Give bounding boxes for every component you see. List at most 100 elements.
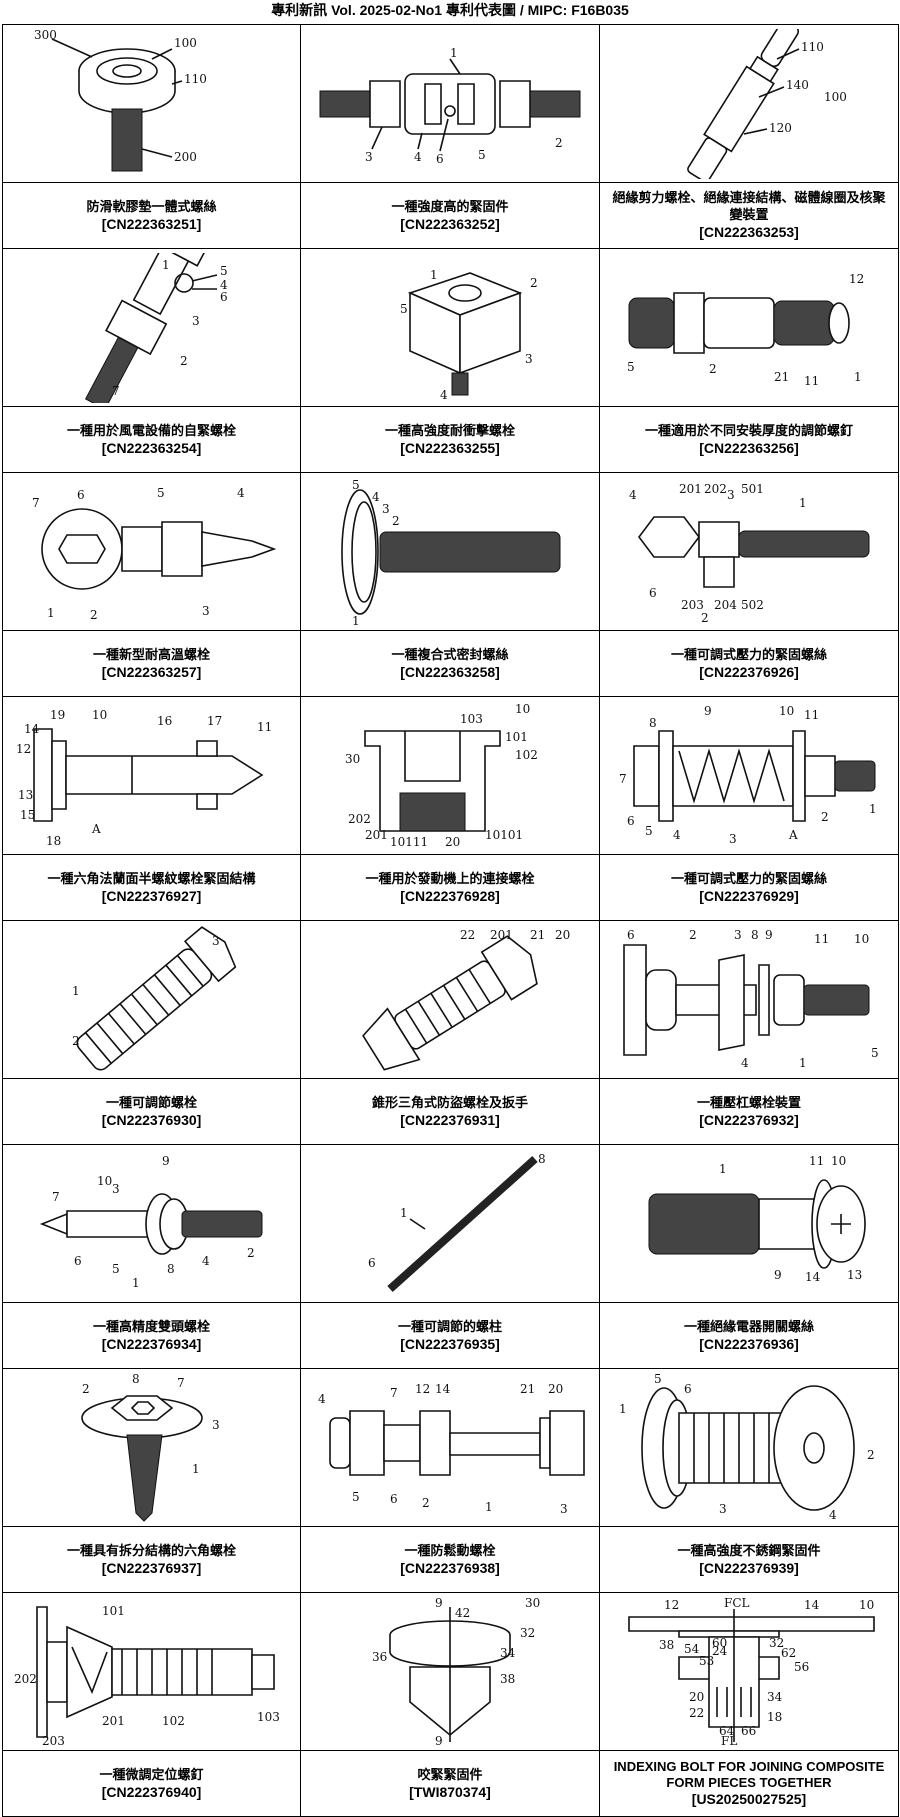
label: 4 bbox=[414, 150, 422, 164]
label: 101 bbox=[102, 1604, 125, 1618]
patent-card[interactable]: 12 FCL 14 10 60 32 38 54 56 24 62 53 64 … bbox=[600, 1593, 899, 1817]
patent-title: 一種強度高的緊固件 bbox=[391, 199, 508, 216]
label: 501 bbox=[741, 482, 764, 496]
patent-card[interactable]: 8 9 10 11 7 6 5 4 3 A 2 1 一種可調式壓力的緊固螺絲 [… bbox=[600, 697, 899, 921]
label: 30 bbox=[525, 1597, 540, 1610]
label: 8 bbox=[751, 928, 759, 942]
label: 32 bbox=[520, 1626, 535, 1640]
label: 4 bbox=[829, 1508, 837, 1522]
label: 21 bbox=[520, 1382, 535, 1396]
label: 11 bbox=[804, 708, 819, 722]
patent-card[interactable]: 10 103 101 102 30 202 201 10111 20 10101… bbox=[301, 697, 600, 921]
anti-theft-bolt-drawing: 22 201 21 20 bbox=[310, 925, 590, 1075]
patent-card[interactable]: 1 2 3 4 5 一種高強度耐衝擊螺栓 [CN222363255] bbox=[301, 249, 600, 473]
stainless-fastener-drawing: 5 6 1 2 3 4 bbox=[609, 1373, 889, 1523]
patent-title: 一種適用於不同安裝厚度的調節螺釘 bbox=[645, 423, 853, 440]
label: 6 bbox=[390, 1492, 398, 1506]
patent-card[interactable]: 9 42 30 32 34 36 38 9 咬緊緊固件 [TWI870374] bbox=[301, 1593, 600, 1817]
label: 102 bbox=[515, 748, 538, 762]
label: A bbox=[788, 828, 798, 842]
patent-card[interactable]: 1 2 3 一種可調節螺栓 [CN222376930] bbox=[3, 921, 301, 1145]
label: 5 bbox=[157, 486, 165, 500]
patent-caption: 一種微調定位螺釘 [CN222376940] bbox=[3, 1751, 300, 1816]
patent-card[interactable]: 1 11 10 9 14 13 一種絕緣電器開關螺絲 [CN222376936] bbox=[600, 1145, 899, 1369]
patent-card[interactable]: 22 201 21 20 錐形三角式防盜螺栓及扳手 [CN222376931] bbox=[301, 921, 600, 1145]
label: 102 bbox=[162, 1714, 185, 1728]
patent-card[interactable]: 5 4 3 2 1 一種複合式密封螺絲 [CN222363258] bbox=[301, 473, 600, 697]
patent-card[interactable]: 9 10 3 7 6 5 1 8 4 2 一種高精度雙頭螺栓 [CN222376… bbox=[3, 1145, 301, 1369]
label: 2 bbox=[82, 1382, 90, 1396]
label: 53 bbox=[699, 1654, 714, 1668]
patent-title: 咬緊緊固件 bbox=[417, 1767, 482, 1784]
label: 8 bbox=[167, 1262, 175, 1276]
label: 10101 bbox=[485, 828, 523, 842]
patent-caption: 一種高精度雙頭螺栓 [CN222376934] bbox=[3, 1303, 300, 1368]
patent-title: 一種防鬆動螺栓 bbox=[404, 1543, 495, 1560]
adjustable-bolt-drawing: 1 2 3 bbox=[12, 925, 292, 1075]
patent-card[interactable]: 6 2 3 8 9 11 10 4 1 5 一種壓杠螺栓裝置 [CN222376… bbox=[600, 921, 899, 1145]
label: 140 bbox=[786, 78, 809, 92]
patent-card[interactable]: 5 6 1 2 3 4 一種高強度不銹鋼緊固件 [CN222376939] bbox=[600, 1369, 899, 1593]
patent-caption: 一種壓杠螺栓裝置 [CN222376932] bbox=[600, 1079, 898, 1144]
label: 1 bbox=[719, 1162, 727, 1176]
patent-number: [CN222363257] bbox=[102, 664, 202, 681]
label: 202 bbox=[348, 812, 371, 826]
label: 14 bbox=[805, 1270, 821, 1284]
label: 1 bbox=[47, 606, 55, 620]
patent-card[interactable]: 12 5 2 21 11 1 一種適用於不同安裝厚度的調節螺釘 [CN22236… bbox=[600, 249, 899, 473]
patent-card[interactable]: 110 140 100 120 絕緣剪力螺栓、絕緣連接結構、磁體線圈及核聚變裝置… bbox=[600, 25, 899, 249]
threaded-rod-drawing: 8 1 6 bbox=[310, 1149, 590, 1299]
label: 38 bbox=[659, 1638, 674, 1652]
label: 13 bbox=[18, 788, 33, 802]
patent-card[interactable]: 19 10 16 17 11 14 12 13 15 18 A 一種六角法蘭面半… bbox=[3, 697, 301, 921]
label: 5 bbox=[645, 824, 653, 838]
patent-card[interactable]: 300 100 110 200 防滑軟膠墊一體式螺絲 [CN222363251] bbox=[3, 25, 301, 249]
patent-caption: 一種六角法蘭面半螺紋螺栓緊固結構 [CN222376927] bbox=[3, 855, 300, 920]
label: 3 bbox=[525, 352, 533, 366]
label: 9 bbox=[162, 1154, 170, 1168]
patent-caption: 絕緣剪力螺栓、絕緣連接結構、磁體線圈及核聚變裝置 [CN222363253] bbox=[600, 183, 898, 248]
patent-card[interactable]: 1 3 4 6 5 2 一種強度高的緊固件 [CN222363252] bbox=[301, 25, 600, 249]
patent-card[interactable]: 4 201 202 3 501 1 6 203 204 502 2 一種可調式壓… bbox=[600, 473, 899, 697]
patent-figure: 19 10 16 17 11 14 12 13 15 18 A bbox=[3, 697, 300, 855]
label: 4 bbox=[629, 488, 637, 502]
label: 7 bbox=[619, 772, 627, 786]
label: 34 bbox=[767, 1690, 783, 1704]
patent-number: [TWI870374] bbox=[409, 1784, 491, 1801]
label: 8 bbox=[132, 1373, 140, 1386]
label: 62 bbox=[781, 1646, 796, 1660]
label: 2 bbox=[701, 611, 709, 625]
label: 4 bbox=[440, 388, 448, 402]
patent-card[interactable]: 101 202 201 102 103 203 一種微調定位螺釘 [CN2223… bbox=[3, 1593, 301, 1817]
patent-figure: 1 2 3 4 5 bbox=[301, 249, 599, 407]
label: 10111 bbox=[390, 835, 428, 849]
label: 20 bbox=[689, 1690, 704, 1704]
label: 103 bbox=[460, 712, 483, 726]
patent-number: [CN222363255] bbox=[400, 440, 500, 457]
patent-card[interactable]: 8 1 6 一種可調節的螺柱 [CN222376935] bbox=[301, 1145, 600, 1369]
patent-card[interactable]: 7 6 5 4 1 2 3 一種新型耐高溫螺栓 [CN222363257] bbox=[3, 473, 301, 697]
label: 6 bbox=[649, 586, 657, 600]
label: 9 bbox=[774, 1268, 782, 1282]
label: 5 bbox=[112, 1262, 120, 1276]
label: 202 bbox=[704, 482, 727, 496]
label: 10 bbox=[97, 1174, 112, 1188]
label: 54 bbox=[684, 1642, 700, 1656]
label: 3 bbox=[729, 832, 737, 846]
label: 3 bbox=[212, 1418, 220, 1432]
patent-card[interactable]: 2 8 7 3 1 一種具有拆分結構的六角螺栓 [CN222376937] bbox=[3, 1369, 301, 1593]
label: 4 bbox=[237, 486, 245, 500]
patent-figure: 12 5 2 21 11 1 bbox=[600, 249, 898, 407]
patent-figure: 101 202 201 102 103 203 bbox=[3, 1593, 300, 1751]
patent-title: 錐形三角式防盜螺栓及扳手 bbox=[372, 1095, 528, 1112]
patent-card[interactable]: 1 5 4 6 3 2 7 一種用於風電設備的自緊螺栓 [CN222363254… bbox=[3, 249, 301, 473]
label: 5 bbox=[220, 264, 228, 278]
patent-title: 一種可調式壓力的緊固螺絲 bbox=[671, 647, 827, 664]
patent-caption: 一種絕緣電器開關螺絲 [CN222376936] bbox=[600, 1303, 898, 1368]
patent-title: 一種可調節的螺柱 bbox=[398, 1319, 502, 1336]
patent-card[interactable]: 4 7 12 14 21 20 5 6 2 1 3 一種防鬆動螺栓 [CN222… bbox=[301, 1369, 600, 1593]
patent-number: [CN222363256] bbox=[699, 440, 799, 457]
label: 100 bbox=[824, 90, 847, 104]
label: 12 bbox=[16, 742, 31, 756]
label: 1 bbox=[400, 1206, 408, 1220]
